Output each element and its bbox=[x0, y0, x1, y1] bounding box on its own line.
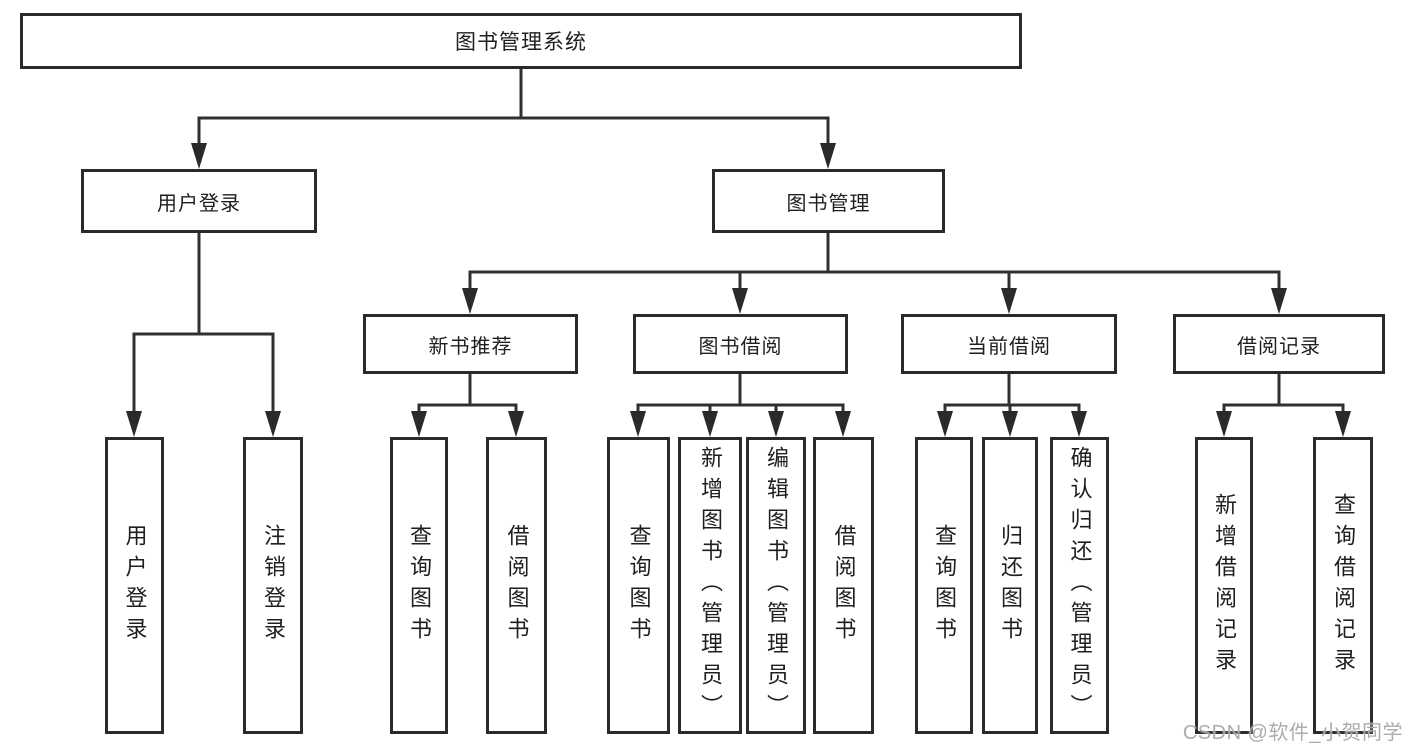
leaf-confirm-return-admin: 确认归还（管理员） bbox=[1050, 437, 1109, 734]
arrow-heads bbox=[126, 143, 1351, 437]
leaf-label: 归还图书 bbox=[998, 523, 1023, 648]
leaf-return-books: 归还图书 bbox=[982, 437, 1038, 734]
leaf-label: 借阅图书 bbox=[504, 523, 530, 648]
node-label: 图书管理系统 bbox=[455, 31, 587, 54]
leaf-label: 查询图书 bbox=[407, 523, 432, 648]
csdn-watermark: CSDN @软件_小贺同学 bbox=[1182, 722, 1403, 744]
node-library-management-system: 图书管理系统 bbox=[20, 13, 1022, 69]
leaf-label: 注销登录 bbox=[261, 523, 286, 648]
leaf-label: 借阅图书 bbox=[831, 523, 857, 648]
node-label: 图书管理 bbox=[786, 192, 871, 215]
node-current-borrow: 当前借阅 bbox=[901, 314, 1117, 374]
leaf-label: 确认归还（管理员） bbox=[1067, 446, 1093, 725]
leaf-borrow-books-recommend: 借阅图书 bbox=[486, 437, 547, 734]
node-label: 用户登录 bbox=[157, 192, 241, 215]
leaf-label: 编辑图书（管理员） bbox=[764, 446, 789, 725]
leaf-edit-book-admin: 编辑图书（管理员） bbox=[746, 437, 806, 734]
leaf-label: 查询图书 bbox=[932, 523, 957, 648]
leaf-label: 新增借阅记录 bbox=[1212, 492, 1237, 679]
leaf-user-login: 用户登录 bbox=[105, 437, 164, 734]
leaf-label: 查询借阅记录 bbox=[1331, 492, 1356, 679]
node-book-borrow: 图书借阅 bbox=[633, 314, 848, 374]
node-label: 当前借阅 bbox=[967, 335, 1051, 358]
leaf-label: 用户登录 bbox=[122, 523, 148, 648]
node-borrow-records: 借阅记录 bbox=[1173, 314, 1385, 374]
leaf-add-borrow-record: 新增借阅记录 bbox=[1195, 437, 1253, 734]
leaf-query-books-borrow: 查询图书 bbox=[607, 437, 670, 734]
node-user-login: 用户登录 bbox=[81, 169, 317, 233]
leaf-logout: 注销登录 bbox=[243, 437, 303, 734]
node-label: 借阅记录 bbox=[1237, 335, 1321, 358]
node-label: 图书借阅 bbox=[698, 335, 783, 358]
leaf-label: 新增图书（管理员） bbox=[698, 446, 723, 725]
leaf-query-books-current: 查询图书 bbox=[915, 437, 973, 734]
node-book-management: 图书管理 bbox=[712, 169, 945, 233]
leaf-query-books-recommend: 查询图书 bbox=[390, 437, 448, 734]
leaf-add-book-admin: 新增图书（管理员） bbox=[678, 437, 742, 734]
node-label: 新书推荐 bbox=[428, 335, 513, 358]
leaf-query-borrow-record: 查询借阅记录 bbox=[1313, 437, 1373, 734]
leaf-label: 查询图书 bbox=[626, 523, 652, 648]
leaf-borrow-books: 借阅图书 bbox=[813, 437, 874, 734]
node-new-book-recommend: 新书推荐 bbox=[363, 314, 578, 374]
